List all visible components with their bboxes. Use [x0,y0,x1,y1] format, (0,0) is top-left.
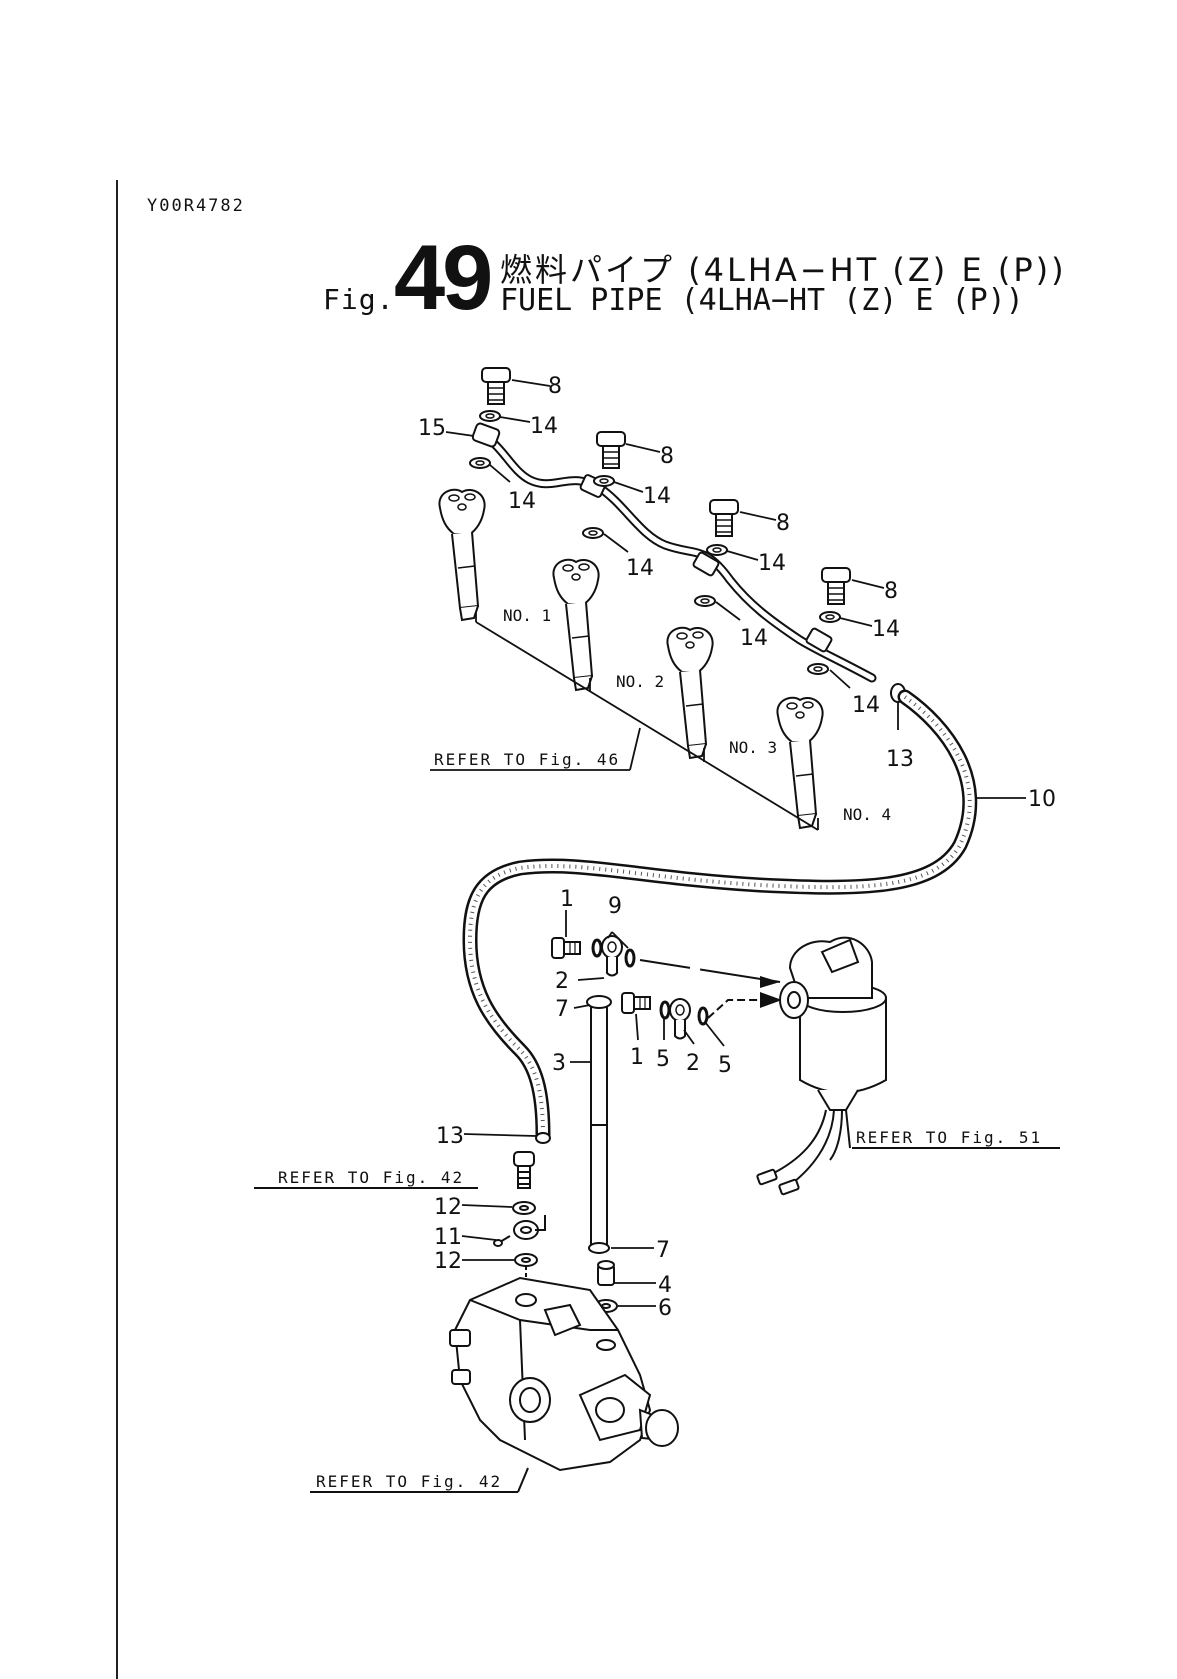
cylinder-label-no1: NO. 1 [503,606,551,625]
callout-15: 15 [418,416,446,441]
callout-8: 8 [884,579,898,604]
callout-14: 14 [530,414,558,439]
callout-10: 10 [1028,787,1056,812]
cylinder-label-no2: NO. 2 [616,672,664,691]
fuel-injectors [439,490,822,828]
callout-13: 13 [886,747,914,772]
callout-1: 1 [560,887,574,912]
filter-outlet-fittings [622,992,782,1039]
callout-3: 3 [552,1051,566,1076]
reference-fig-42-top: REFER TO Fig. 42 [278,1168,464,1187]
reference-notes: REFER TO Fig. 46 REFER TO Fig. 51 REFER … [278,750,1042,1491]
callout-leader-lines [446,380,1026,1306]
callout-1: 1 [630,1045,644,1070]
callout-2: 2 [686,1051,700,1076]
callout-11: 11 [434,1225,462,1250]
reference-fig-46: REFER TO Fig. 46 [434,750,620,769]
callout-8: 8 [548,374,562,399]
callout-8: 8 [660,444,674,469]
callout-13: 13 [436,1124,464,1149]
callout-14: 14 [740,626,768,651]
callout-14: 14 [758,551,786,576]
injection-pump [310,1278,678,1492]
callout-9: 9 [608,894,622,919]
cylinder-label-no4: NO. 4 [843,805,891,824]
callout-14: 14 [643,484,671,509]
callout-12: 12 [434,1195,462,1220]
callout-14: 14 [508,489,536,514]
reference-fig-51: REFER TO Fig. 51 [856,1128,1042,1147]
callout-12: 12 [434,1249,462,1274]
callout-7: 7 [555,997,569,1022]
callout-14: 14 [872,617,900,642]
callout-6: 6 [658,1296,672,1321]
callout-8: 8 [776,511,790,536]
callout-5: 5 [656,1047,670,1072]
callout-14: 14 [852,693,880,718]
callout-7: 7 [656,1238,670,1263]
cylinder-label-no3: NO. 3 [729,738,777,757]
callout-4: 4 [658,1273,672,1298]
fuel-pipe-part-3 [587,996,611,1253]
callout-14: 14 [626,556,654,581]
fuel-filter-assembly [757,938,1060,1195]
callout-2: 2 [555,969,569,994]
reference-fig-42-bottom: REFER TO Fig. 42 [316,1472,502,1491]
callout-5: 5 [718,1053,732,1078]
